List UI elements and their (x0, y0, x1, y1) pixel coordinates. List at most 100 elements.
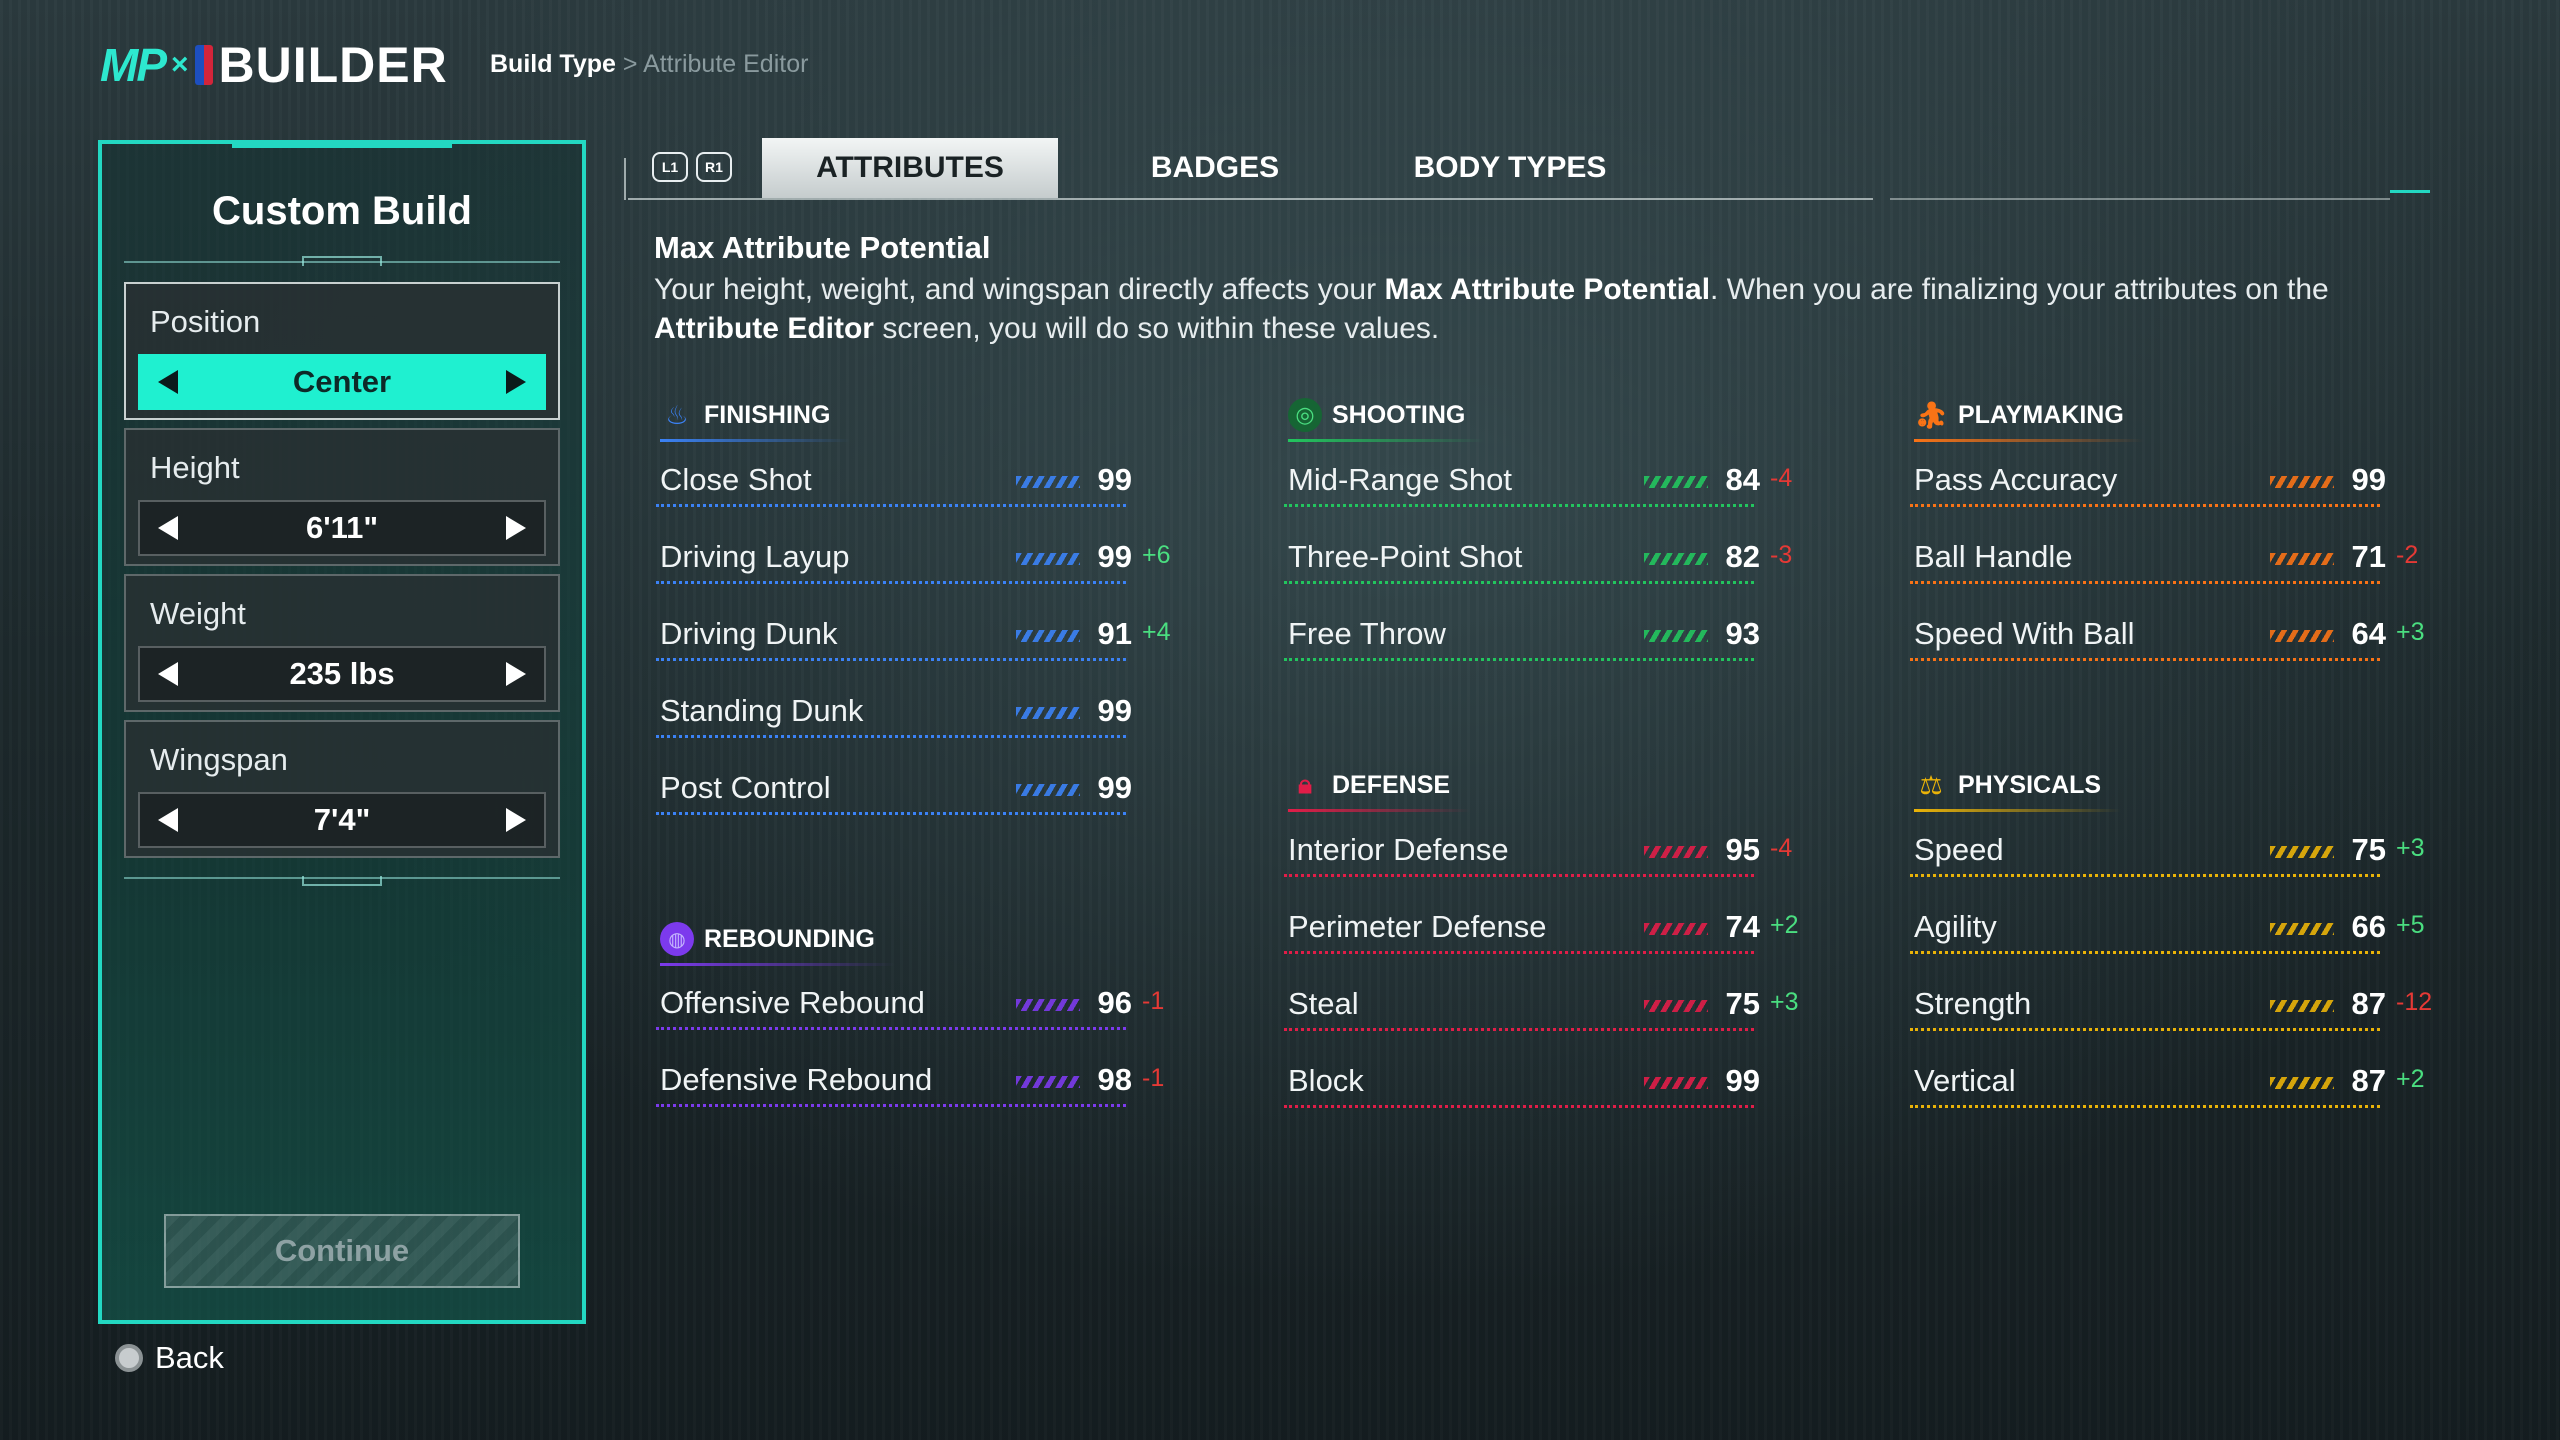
section-rebounding: ◍ REBOUNDING (660, 922, 895, 966)
panel-title: Custom Build (212, 189, 472, 233)
attribute-value: 91 (1097, 616, 1132, 651)
height-selector[interactable]: 6'11" (138, 500, 546, 556)
desc-bold-2: Attribute Editor (654, 312, 874, 345)
attribute-value: 71 (2351, 539, 2386, 574)
attribute-name: Driving Layup (660, 539, 850, 574)
attribute-delta: -3 (1770, 541, 1793, 569)
logo-mp: MP (100, 39, 167, 91)
section-underline (1914, 439, 2144, 442)
attribute-value: 98 (1097, 1062, 1132, 1097)
attribute-name: Vertical (1914, 1063, 2016, 1098)
section-underline (1288, 809, 1471, 812)
arrow-right-icon[interactable] (506, 516, 526, 540)
weight-field[interactable]: Weight 235 lbs (124, 574, 560, 712)
tab-body-types[interactable]: BODY TYPES (1413, 151, 1607, 184)
arrow-left-icon[interactable] (158, 370, 178, 394)
attribute-delta: -4 (1770, 834, 1793, 862)
section-physicals: ⚖︎ PHYSICALS (1914, 768, 2122, 812)
r1-bumper-icon[interactable]: R1 (696, 152, 732, 182)
attribute-bar (2270, 1000, 2334, 1012)
section-underline (660, 439, 851, 442)
breadcrumb-separator: > (615, 50, 644, 78)
arrow-left-icon[interactable] (158, 662, 178, 686)
attribute-underline (656, 658, 1126, 661)
wingspan-selector[interactable]: 7'4" (138, 792, 546, 848)
attribute-delta: -1 (1142, 1064, 1165, 1092)
attribute-underline (1284, 504, 1754, 507)
tab-badges[interactable]: BADGES (1150, 151, 1280, 184)
attribute-name: Driving Dunk (660, 616, 838, 651)
circle-button-icon (115, 1344, 143, 1372)
l1-bumper-icon[interactable]: L1 (652, 152, 688, 182)
attribute-delta: +4 (1142, 618, 1171, 646)
logo-x: × (171, 48, 189, 81)
attribute-underline (1910, 658, 2380, 661)
attribute-row: Driving Dunk 91 +4 (656, 616, 1171, 661)
arrow-right-icon[interactable] (506, 808, 526, 832)
attribute-value: 66 (2351, 909, 2386, 944)
attribute-delta: -4 (1770, 464, 1793, 492)
attribute-name: Mid-Range Shot (1288, 462, 1513, 497)
attribute-value: 99 (1097, 693, 1132, 728)
attribute-bar (1644, 630, 1708, 642)
section-title: SHOOTING (1332, 400, 1466, 429)
arrow-left-icon[interactable] (158, 516, 178, 540)
attribute-bar (1016, 476, 1080, 488)
attribute-delta: -1 (1142, 987, 1165, 1015)
continue-button[interactable]: Continue (164, 1214, 520, 1288)
attribute-name: Interior Defense (1288, 832, 1509, 867)
attribute-value: 87 (2351, 1063, 2386, 1098)
attribute-bar (1016, 784, 1080, 796)
tab-attributes[interactable]: ATTRIBUTES (762, 138, 1058, 198)
breadcrumb-current: Build Type (490, 50, 616, 78)
attribute-value: 99 (2351, 462, 2386, 497)
tab-underline-right (1890, 198, 2390, 200)
attribute-name: Offensive Rebound (660, 985, 925, 1020)
desc-text-3: screen, you will do so within these valu… (873, 312, 1440, 345)
position-selector[interactable]: Center (138, 354, 546, 410)
panel-divider-top (124, 256, 560, 268)
section-title: DEFENSE (1332, 770, 1451, 799)
attribute-name: Ball Handle (1914, 539, 2073, 574)
attribute-name: Defensive Rebound (660, 1062, 933, 1097)
section-title: PLAYMAKING (1958, 400, 2124, 429)
basketball-hoop-icon: ♨ (665, 399, 689, 430)
attribute-name: Three-Point Shot (1288, 539, 1523, 574)
arrow-left-icon[interactable] (158, 808, 178, 832)
attribute-value: 87 (2351, 986, 2386, 1021)
arrow-right-icon[interactable] (505, 370, 526, 394)
back-button[interactable]: Back (115, 1340, 224, 1376)
attribute-bar (1644, 553, 1708, 565)
section-title: REBOUNDING (704, 924, 875, 953)
attribute-name: Speed With Ball (1914, 616, 2135, 651)
player-dribble-icon: ⛹︎ (1914, 399, 1948, 430)
attribute-underline (656, 1104, 1126, 1107)
tab-underline (628, 198, 1873, 200)
attribute-underline (1910, 581, 2380, 584)
height-field[interactable]: Height 6'11" (124, 428, 560, 566)
attribute-value: 99 (1097, 539, 1132, 574)
arrow-right-icon[interactable] (506, 662, 526, 686)
position-field[interactable]: Position Center (124, 282, 560, 420)
max-attribute-description: Your height, weight, and wingspan direct… (654, 270, 2394, 348)
attribute-bar (2270, 846, 2334, 858)
section-finishing: ♨ FINISHING (660, 398, 851, 442)
attribute-value: 99 (1097, 770, 1132, 805)
attribute-bar (1016, 999, 1080, 1011)
attribute-bar (1016, 1076, 1080, 1088)
weight-selector[interactable]: 235 lbs (138, 646, 546, 702)
attribute-delta: +2 (1770, 911, 1799, 939)
attribute-underline (1910, 504, 2380, 507)
wingspan-field[interactable]: Wingspan 7'4" (124, 720, 560, 858)
logo-builder: BUILDER (218, 37, 448, 93)
attribute-name: Pass Accuracy (1914, 462, 2118, 497)
